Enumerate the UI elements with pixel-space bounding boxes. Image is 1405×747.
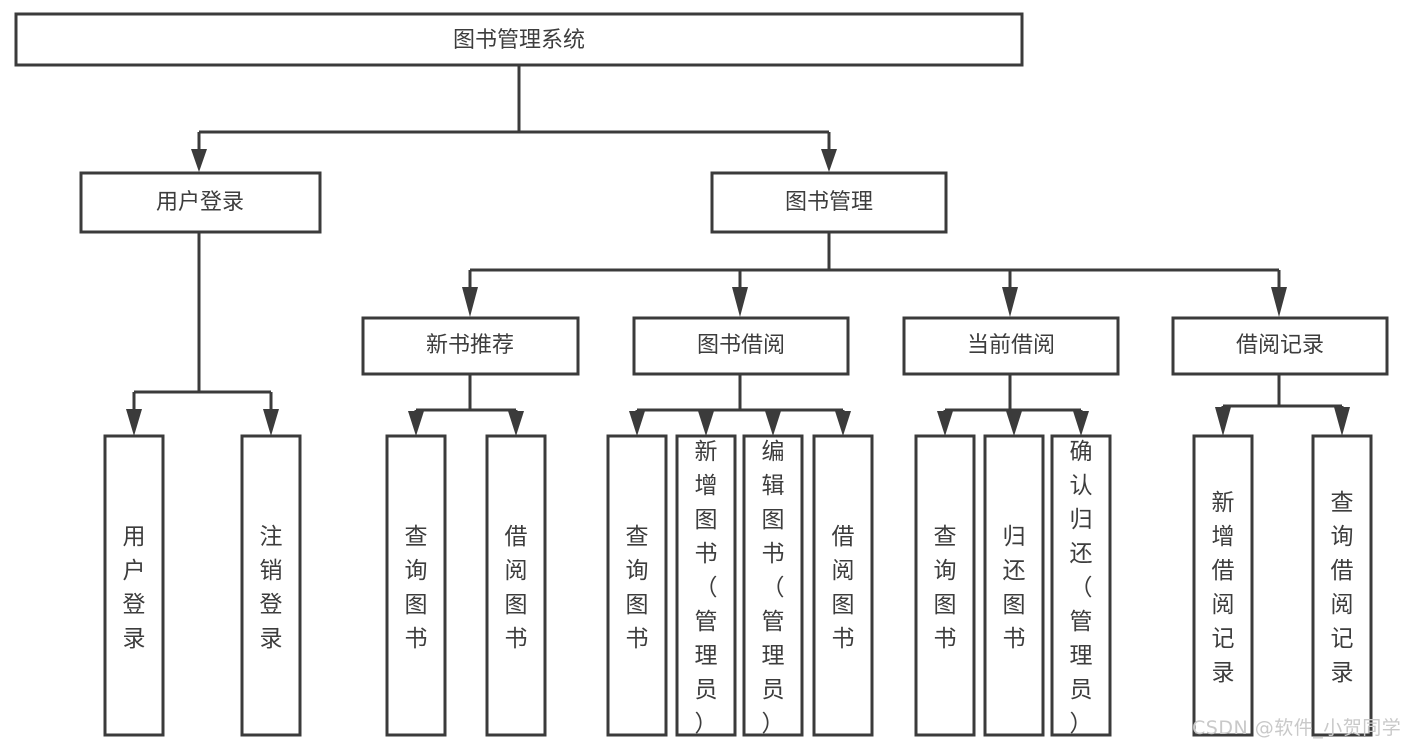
arrow-nbr-c1 (408, 411, 424, 436)
leaf-cb-return-book-label: 归还图书 (1003, 524, 1026, 652)
leaf-br-add-record-label: 新增借阅记录 (1212, 490, 1235, 686)
arrow-cb-c1 (937, 411, 953, 436)
node-root-box[interactable] (14, 12, 1024, 67)
leaf-bb-query-book-label: 查询图书 (626, 524, 649, 652)
leaf-cb-query-book[interactable]: 查询图书 (914, 434, 976, 737)
leaf-nbr-query-book-label: 查询图书 (405, 524, 428, 652)
leaf-br-query-record[interactable]: 查询借阅记录 (1311, 434, 1373, 737)
node-current-borrow[interactable]: 当前借阅 (902, 316, 1120, 376)
leaf-user-login-login-box[interactable] (103, 434, 165, 737)
leaf-bb-add-book-box[interactable] (675, 434, 737, 737)
connector-group-book-borrow (629, 374, 851, 436)
node-book-management[interactable]: 图书管理 (710, 171, 948, 234)
arrow-cb-c3 (1073, 411, 1089, 436)
leaf-cb-return-book-box[interactable] (983, 434, 1045, 737)
leaf-user-login-logout[interactable]: 注销登录 (240, 434, 302, 737)
leaf-cb-query-book-label: 查询图书 (934, 524, 957, 652)
leaf-user-login-logout-label: 注销登录 (260, 524, 283, 652)
leaf-bb-add-book[interactable]: 新增图书（管理员） (675, 434, 737, 737)
connector-group-borrow-record (1215, 374, 1350, 436)
leaf-nbr-query-book[interactable]: 查询图书 (385, 434, 447, 737)
node-user-login[interactable]: 用户登录 (79, 171, 322, 234)
leaf-bb-borrow-book-box[interactable] (812, 434, 874, 737)
leaf-nbr-query-book-box[interactable] (385, 434, 447, 737)
leaf-bb-borrow-book-label: 借阅图书 (832, 524, 855, 652)
leaf-cb-confirm-return-label: 确认归还（管理员） (1070, 439, 1093, 737)
arrow-bb-c2 (698, 411, 714, 436)
node-new-book-recommend-box[interactable] (361, 316, 580, 376)
node-book-borrow-label: 图书借阅 (697, 333, 785, 358)
node-user-login-label: 用户登录 (156, 190, 244, 215)
leaf-bb-edit-book-label: 编辑图书（管理员） (762, 439, 785, 737)
node-user-login-box[interactable] (79, 171, 322, 234)
leaf-cb-return-book[interactable]: 归还图书 (983, 434, 1045, 737)
arrow-user-login-c1 (126, 409, 142, 436)
arrow-book-mgmt-c3 (1002, 287, 1018, 317)
arrow-root-to-book-mgmt (821, 149, 837, 172)
leaf-br-query-record-label: 查询借阅记录 (1331, 490, 1354, 686)
arrow-br-c2 (1334, 407, 1350, 436)
arrow-book-mgmt-c4 (1271, 287, 1287, 317)
leaf-cb-query-book-box[interactable] (914, 434, 976, 737)
connector-group-current-borrow (937, 374, 1089, 436)
node-borrow-record[interactable]: 借阅记录 (1171, 316, 1389, 376)
node-current-borrow-label: 当前借阅 (967, 333, 1055, 358)
leaf-bb-borrow-book[interactable]: 借阅图书 (812, 434, 874, 737)
leaf-bb-add-book-label: 新增图书（管理员） (695, 439, 718, 737)
arrow-nbr-c2 (508, 411, 524, 436)
leaf-user-login-login[interactable]: 用户登录 (103, 434, 165, 737)
leaf-cb-confirm-return-box[interactable] (1050, 434, 1112, 737)
leaf-br-query-record-box[interactable] (1311, 434, 1373, 737)
leaf-br-add-record-box[interactable] (1192, 434, 1254, 737)
arrow-cb-c2 (1006, 411, 1022, 436)
node-root[interactable]: 图书管理系统 (14, 12, 1024, 67)
node-new-book-recommend[interactable]: 新书推荐 (361, 316, 580, 376)
node-book-borrow-box[interactable] (632, 316, 850, 376)
leaf-user-login-login-label: 用户登录 (123, 524, 146, 652)
arrow-root-to-user-login (191, 149, 207, 172)
node-book-management-label: 图书管理 (785, 190, 873, 215)
node-book-borrow[interactable]: 图书借阅 (632, 316, 850, 376)
leaf-bb-query-book-box[interactable] (606, 434, 668, 737)
leaf-cb-confirm-return[interactable]: 确认归还（管理员） (1050, 434, 1112, 737)
connector-group-new-book-recommend (408, 374, 524, 436)
connector-group-user-login (126, 232, 279, 436)
node-book-management-box[interactable] (710, 171, 948, 234)
leaf-nbr-borrow-book-label: 借阅图书 (505, 524, 528, 652)
connector-group-root (191, 65, 837, 172)
leaf-bb-edit-book-box[interactable] (742, 434, 804, 737)
arrow-bb-c3 (765, 411, 781, 436)
leaf-nbr-borrow-book-box[interactable] (485, 434, 547, 737)
node-borrow-record-label: 借阅记录 (1236, 333, 1324, 358)
leaf-bb-edit-book[interactable]: 编辑图书（管理员） (742, 434, 804, 737)
leaf-nbr-borrow-book[interactable]: 借阅图书 (485, 434, 547, 737)
node-current-borrow-box[interactable] (902, 316, 1120, 376)
leaf-br-add-record[interactable]: 新增借阅记录 (1192, 434, 1254, 737)
arrow-bb-c4 (835, 411, 851, 436)
connector-group-book-mgmt (462, 232, 1287, 317)
node-borrow-record-box[interactable] (1171, 316, 1389, 376)
node-root-label: 图书管理系统 (453, 28, 585, 53)
arrow-bb-c1 (629, 411, 645, 436)
arrow-br-c1 (1215, 407, 1231, 436)
arrow-user-login-c2 (263, 409, 279, 436)
node-new-book-recommend-label: 新书推荐 (426, 333, 514, 358)
leaf-user-login-logout-box[interactable] (240, 434, 302, 737)
leaf-bb-query-book[interactable]: 查询图书 (606, 434, 668, 737)
arrow-book-mgmt-c1 (462, 287, 478, 317)
arrow-book-mgmt-c2 (732, 287, 748, 317)
